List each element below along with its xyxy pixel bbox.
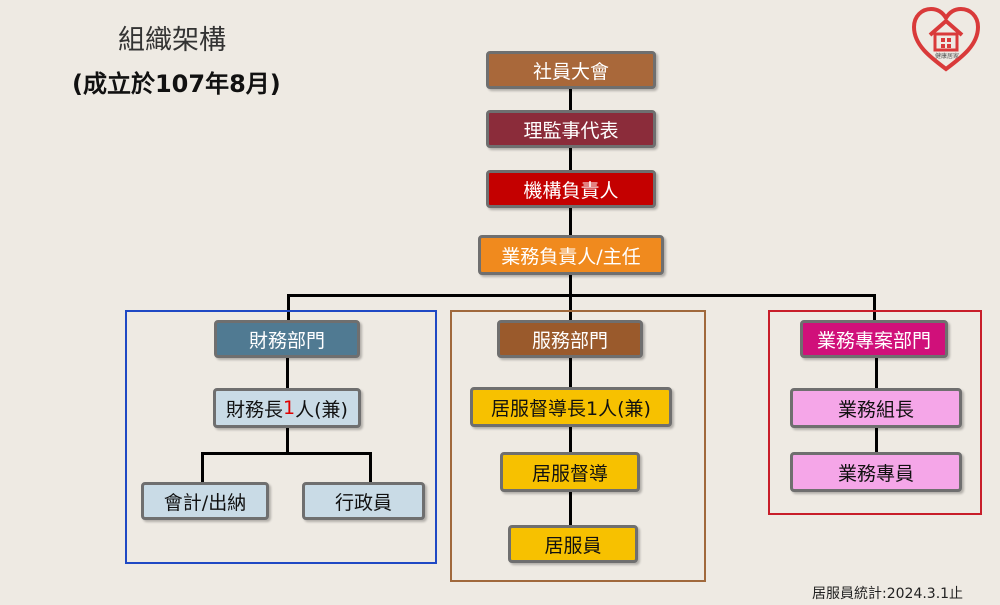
- project-team-leader-node: 業務組長: [790, 388, 962, 428]
- house-heart-logo: 健康居家: [910, 5, 982, 73]
- service-department-header: 服務部門: [497, 320, 643, 358]
- finance-department-frame: [125, 310, 437, 564]
- accountant-cashier-node: 會計/出納: [141, 482, 269, 520]
- service-supervisor-head-node: 居服督導長1人(兼): [470, 387, 672, 427]
- project-department-header: 業務專案部門: [800, 320, 948, 358]
- finance-department-header: 財務部門: [214, 320, 360, 358]
- service-department-frame: [450, 310, 706, 582]
- finance-head-title: 財務長: [226, 398, 284, 421]
- service-supervisor-node: 居服督導: [500, 452, 640, 492]
- administrative-staff-node: 行政員: [302, 482, 425, 520]
- home-care-worker-node: 居服員: [508, 525, 638, 563]
- page-subtitle: (成立於107年8月): [72, 70, 281, 98]
- connector-horizontal-bar: [287, 294, 875, 297]
- connector-finance-split: [201, 452, 372, 455]
- connector-service-drop: [569, 294, 572, 320]
- finance-head-count: 1: [283, 397, 296, 419]
- director-node: 機構負責人: [486, 170, 656, 208]
- connector-finance-left: [201, 452, 204, 484]
- finance-head-suffix: 人(兼): [295, 398, 348, 421]
- connector-finance-right: [369, 452, 372, 484]
- connector-service-vertical: [569, 358, 572, 528]
- connector-finance-drop: [287, 294, 290, 320]
- general-assembly-node: 社員大會: [486, 51, 656, 89]
- logo-text: 健康居家: [934, 53, 959, 60]
- board-node: 理監事代表: [486, 110, 656, 148]
- page-title: 組織架構: [118, 25, 226, 56]
- project-specialist-node: 業務專員: [790, 452, 962, 492]
- statistics-date-note: 居服員統計:2024.3.1止: [812, 586, 964, 602]
- project-department-frame: [768, 310, 982, 515]
- manager-node: 業務負責人/主任: [478, 235, 664, 275]
- connector-project-drop: [873, 294, 876, 320]
